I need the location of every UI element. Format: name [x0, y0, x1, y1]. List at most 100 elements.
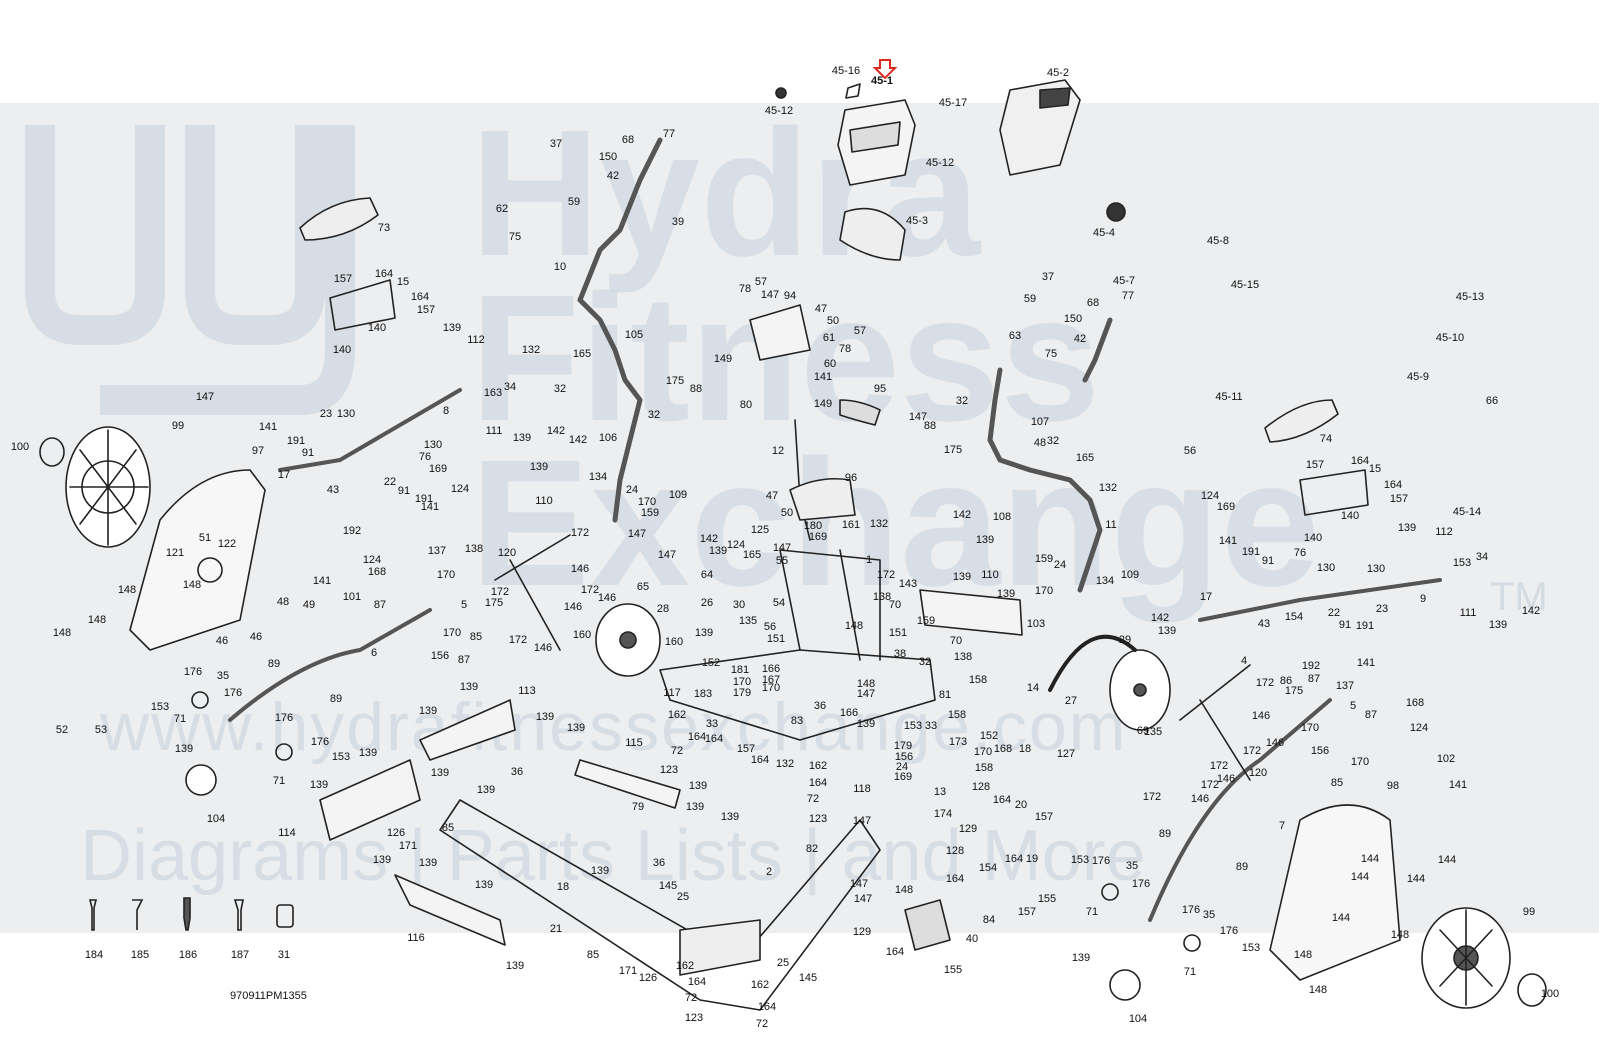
part-label-142: 142	[547, 425, 565, 437]
part-label-134: 134	[1096, 575, 1114, 587]
part-label-181: 181	[731, 664, 749, 676]
part-label-170: 170	[1351, 756, 1369, 768]
part-label-170: 170	[443, 627, 461, 639]
part-label-116: 116	[407, 932, 425, 944]
part-label-89: 89	[1236, 861, 1248, 873]
part-label-111: 111	[486, 425, 503, 437]
part-label-28: 28	[657, 603, 669, 615]
part-label-75: 75	[1045, 348, 1057, 360]
part-label-77: 77	[1122, 290, 1134, 302]
part-label-123: 123	[809, 813, 827, 825]
part-label-129: 129	[853, 926, 871, 938]
part-label-89: 89	[330, 693, 342, 705]
part-label-121: 121	[166, 547, 184, 559]
part-label-36: 36	[814, 700, 826, 712]
part-label-5: 5	[461, 599, 467, 611]
part-label-84: 84	[983, 914, 995, 926]
highlight-arrow-icon	[872, 59, 898, 80]
part-label-176: 176	[1220, 925, 1238, 937]
part-label-164: 164	[1005, 853, 1023, 865]
part-label-56: 56	[764, 621, 776, 633]
part-label-91: 91	[1262, 555, 1274, 567]
part-label-147: 147	[857, 688, 875, 700]
part-label-139: 139	[1489, 619, 1507, 631]
part-label-139: 139	[477, 784, 495, 796]
part-label-172: 172	[1201, 779, 1219, 791]
part-label-108: 108	[993, 511, 1011, 523]
part-label-40: 40	[966, 933, 978, 945]
part-label-166: 166	[840, 707, 858, 719]
part-label-59: 59	[1024, 293, 1036, 305]
part-label-144: 144	[1407, 873, 1425, 885]
part-label-179: 179	[733, 687, 751, 699]
part-label-52: 52	[56, 724, 68, 736]
part-label-86: 86	[1280, 675, 1292, 687]
part-label-130: 130	[1317, 562, 1335, 574]
part-label-132: 132	[776, 758, 794, 770]
part-label-71: 71	[1086, 906, 1098, 918]
part-label-144: 144	[1332, 912, 1350, 924]
part-label-49: 49	[303, 599, 315, 611]
part-label-164: 164	[705, 733, 723, 745]
part-label-167: 167	[762, 674, 780, 686]
part-label-110: 110	[981, 569, 999, 581]
part-label-140: 140	[1341, 510, 1359, 522]
part-label-176: 176	[224, 687, 242, 699]
part-label-140: 140	[368, 322, 386, 334]
part-label-21: 21	[550, 923, 562, 935]
part-label-164: 164	[411, 291, 429, 303]
part-label-150: 150	[599, 151, 617, 163]
part-number-labels: 45-1645-145-245-1245-1745-1245-345-445-8…	[11, 65, 1559, 1030]
part-label-94: 94	[784, 290, 796, 302]
part-label-151: 151	[889, 627, 907, 639]
part-label-170: 170	[437, 569, 455, 581]
part-label-72: 72	[685, 992, 697, 1004]
part-label-146: 146	[1252, 710, 1270, 722]
part-label-142: 142	[953, 509, 971, 521]
part-label-68: 68	[1087, 297, 1099, 309]
part-label-111: 111	[1460, 607, 1477, 619]
part-label-153: 153	[151, 701, 169, 713]
part-label-87: 87	[1308, 673, 1320, 685]
part-label-82: 82	[806, 843, 818, 855]
part-label-107: 107	[1031, 416, 1049, 428]
part-label-139: 139	[591, 865, 609, 877]
part-label-85: 85	[470, 631, 482, 643]
part-label-65: 65	[637, 581, 649, 593]
part-label-20: 20	[1015, 799, 1027, 811]
part-label-176: 176	[1132, 878, 1150, 890]
part-label-98: 98	[1387, 780, 1399, 792]
part-label-142: 142	[569, 434, 587, 446]
part-label-85: 85	[587, 949, 599, 961]
part-label-33: 33	[925, 720, 937, 732]
part-label-180: 180	[804, 520, 822, 532]
tool-label-184: 184	[85, 949, 103, 961]
part-label-157: 157	[1035, 811, 1053, 823]
part-label-127: 127	[1057, 748, 1075, 760]
part-label-162: 162	[668, 709, 686, 721]
part-label-14: 14	[1027, 682, 1039, 694]
part-label-164: 164	[758, 1001, 776, 1013]
part-label-6: 6	[371, 647, 377, 659]
part-label-141: 141	[259, 421, 277, 433]
part-label-43: 43	[327, 484, 339, 496]
part-label-141: 141	[1219, 535, 1237, 547]
part-label-99: 99	[172, 420, 184, 432]
part-label-45-7: 45-7	[1113, 275, 1135, 287]
part-label-146: 146	[598, 592, 616, 604]
part-label-147: 147	[909, 411, 927, 423]
part-label-123: 123	[685, 1012, 703, 1024]
part-label-139: 139	[1158, 625, 1176, 637]
part-label-157: 157	[737, 743, 755, 755]
part-label-63: 63	[1009, 330, 1021, 342]
part-label-75: 75	[509, 231, 521, 243]
part-label-74: 74	[1320, 433, 1332, 445]
part-label-110: 110	[535, 495, 553, 507]
part-label-148: 148	[118, 584, 136, 596]
part-label-19: 19	[1026, 853, 1038, 865]
part-label-45-15: 45-15	[1231, 279, 1259, 291]
part-label-105: 105	[625, 329, 643, 341]
part-label-81: 81	[939, 689, 951, 701]
part-label-159: 159	[1035, 553, 1053, 565]
part-label-148: 148	[1309, 984, 1327, 996]
